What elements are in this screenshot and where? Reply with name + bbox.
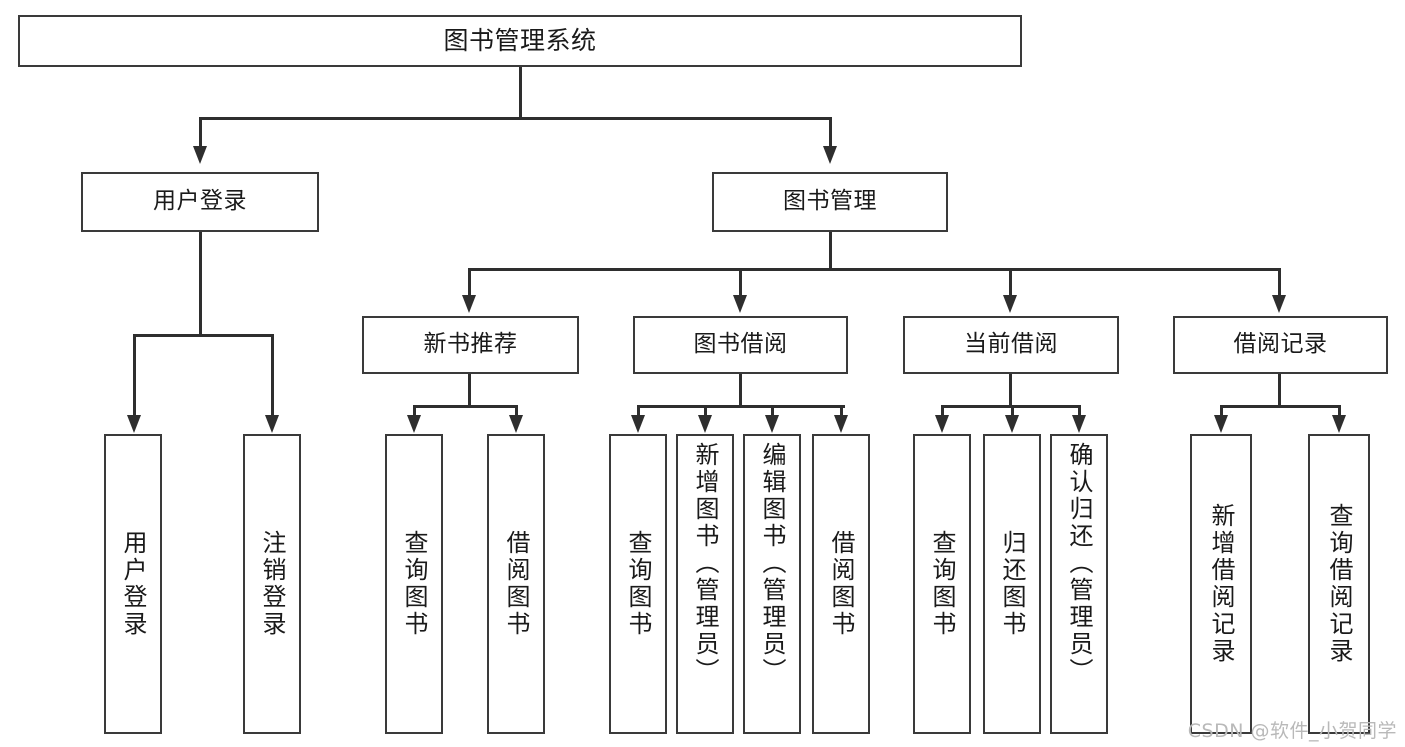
arrow-to-leaf-return-book bbox=[1005, 415, 1019, 433]
node-label: 用户登录 bbox=[153, 188, 247, 215]
arrow-to-leaf-edit-book bbox=[765, 415, 779, 433]
connector-level2-bar bbox=[199, 117, 831, 120]
node-leaf-add-book[interactable]: 新增图书（管理员） bbox=[676, 434, 734, 734]
node-label: 查询图书 bbox=[928, 530, 956, 638]
connector-to-leaf-return-book bbox=[1011, 405, 1014, 417]
connector-to-book-borrow bbox=[739, 268, 742, 296]
connector-to-borrow-record bbox=[1278, 268, 1281, 296]
connector-root-stem bbox=[519, 67, 522, 118]
arrow-to-leaf-confirm-return bbox=[1072, 415, 1086, 433]
node-label: 注销登录 bbox=[258, 530, 286, 638]
node-label: 新增借阅记录 bbox=[1207, 503, 1235, 665]
node-leaf-borrow-book-recommend[interactable]: 借阅图书 bbox=[487, 434, 545, 734]
node-label: 图书管理 bbox=[783, 188, 877, 215]
node-leaf-edit-book[interactable]: 编辑图书（管理员） bbox=[743, 434, 801, 734]
arrow-to-leaf-borrow-book-1 bbox=[509, 415, 523, 433]
node-leaf-query-borrow-record[interactable]: 查询借阅记录 bbox=[1308, 434, 1370, 734]
node-label: 确认归还（管理员） bbox=[1065, 442, 1093, 685]
connector-level3-bar bbox=[468, 268, 1280, 271]
node-leaf-query-book-current[interactable]: 查询图书 bbox=[913, 434, 971, 734]
connector-to-leaf-add-record bbox=[1220, 405, 1223, 417]
arrow-to-leaf-query-book-3 bbox=[935, 415, 949, 433]
node-label: 借阅记录 bbox=[1233, 331, 1328, 358]
arrow-to-leaf-query-book-2 bbox=[631, 415, 645, 433]
node-leaf-user-login[interactable]: 用户登录 bbox=[104, 434, 162, 734]
connector-new-book-recommend-stem bbox=[468, 374, 471, 406]
node-label: 查询图书 bbox=[400, 530, 428, 638]
node-leaf-return-book[interactable]: 归还图书 bbox=[983, 434, 1041, 734]
connector-to-leaf-add-book bbox=[704, 405, 707, 417]
connector-to-leaf-query-book-1 bbox=[413, 405, 416, 417]
watermark: CSDN @软件_小贺同学 bbox=[1187, 720, 1397, 742]
arrow-to-current-borrow bbox=[1003, 295, 1017, 313]
connector-to-leaf-borrow-book-2 bbox=[840, 405, 843, 417]
node-label: 编辑图书（管理员） bbox=[758, 442, 786, 685]
connector-book-borrow-bar bbox=[637, 405, 845, 408]
node-leaf-user-logout[interactable]: 注销登录 bbox=[243, 434, 301, 734]
node-current-borrow[interactable]: 当前借阅 bbox=[903, 316, 1119, 374]
arrow-to-user-login bbox=[193, 146, 207, 164]
connector-borrow-record-stem bbox=[1278, 374, 1281, 406]
arrow-to-borrow-record bbox=[1272, 295, 1286, 313]
connector-borrow-record-bar bbox=[1220, 405, 1340, 408]
node-label: 借阅图书 bbox=[827, 530, 855, 638]
connector-to-book-management bbox=[829, 117, 832, 147]
arrow-to-book-borrow bbox=[733, 295, 747, 313]
node-book-management-system[interactable]: 图书管理系统 bbox=[18, 15, 1022, 67]
node-label: 查询图书 bbox=[624, 530, 652, 638]
connector-book-management-stem bbox=[829, 232, 832, 268]
node-label: 图书借阅 bbox=[693, 331, 788, 358]
connector-new-book-recommend-bar bbox=[413, 405, 517, 408]
connector-user-login-bar bbox=[133, 334, 273, 337]
node-borrow-record[interactable]: 借阅记录 bbox=[1173, 316, 1388, 374]
arrow-to-leaf-user-logout bbox=[265, 415, 279, 433]
arrow-to-leaf-user-login bbox=[127, 415, 141, 433]
connector-to-leaf-user-login bbox=[133, 334, 136, 416]
arrow-to-new-book-recommend bbox=[462, 295, 476, 313]
connector-to-leaf-borrow-book-1 bbox=[515, 405, 518, 417]
node-label: 用户登录 bbox=[119, 530, 147, 638]
node-label: 新增图书（管理员） bbox=[691, 442, 719, 685]
connector-to-leaf-confirm-return bbox=[1078, 405, 1081, 417]
connector-to-leaf-edit-book bbox=[771, 405, 774, 417]
node-label: 当前借阅 bbox=[964, 331, 1058, 358]
connector-to-leaf-query-book-3 bbox=[941, 405, 944, 417]
connector-to-leaf-user-logout bbox=[271, 334, 274, 416]
node-leaf-confirm-return[interactable]: 确认归还（管理员） bbox=[1050, 434, 1108, 734]
node-label: 图书管理系统 bbox=[443, 26, 597, 56]
arrow-to-leaf-add-book bbox=[698, 415, 712, 433]
connector-to-user-login bbox=[199, 117, 202, 147]
node-book-borrow[interactable]: 图书借阅 bbox=[633, 316, 848, 374]
node-leaf-add-borrow-record[interactable]: 新增借阅记录 bbox=[1190, 434, 1252, 734]
connector-to-new-book-recommend bbox=[468, 268, 471, 296]
arrow-to-leaf-borrow-book-2 bbox=[834, 415, 848, 433]
connector-to-leaf-query-record bbox=[1338, 405, 1341, 417]
arrow-to-leaf-query-book-1 bbox=[407, 415, 421, 433]
node-book-management[interactable]: 图书管理 bbox=[712, 172, 948, 232]
node-label: 查询借阅记录 bbox=[1325, 503, 1353, 665]
node-leaf-borrow-book[interactable]: 借阅图书 bbox=[812, 434, 870, 734]
arrow-to-leaf-add-record bbox=[1214, 415, 1228, 433]
connector-current-borrow-stem bbox=[1009, 374, 1012, 406]
node-user-login[interactable]: 用户登录 bbox=[81, 172, 319, 232]
connector-to-leaf-query-book-2 bbox=[637, 405, 640, 417]
arrow-to-leaf-query-record bbox=[1332, 415, 1346, 433]
connector-current-borrow-bar bbox=[941, 405, 1079, 408]
connector-to-current-borrow bbox=[1009, 268, 1012, 296]
connector-user-login-stem bbox=[199, 232, 202, 334]
arrow-to-book-management bbox=[823, 146, 837, 164]
node-label: 归还图书 bbox=[998, 530, 1026, 638]
node-label: 新书推荐 bbox=[423, 331, 518, 358]
node-label: 借阅图书 bbox=[502, 530, 530, 638]
node-leaf-query-book-recommend[interactable]: 查询图书 bbox=[385, 434, 443, 734]
node-leaf-query-book-borrow[interactable]: 查询图书 bbox=[609, 434, 667, 734]
connector-book-borrow-stem bbox=[739, 374, 742, 406]
node-new-book-recommend[interactable]: 新书推荐 bbox=[362, 316, 579, 374]
